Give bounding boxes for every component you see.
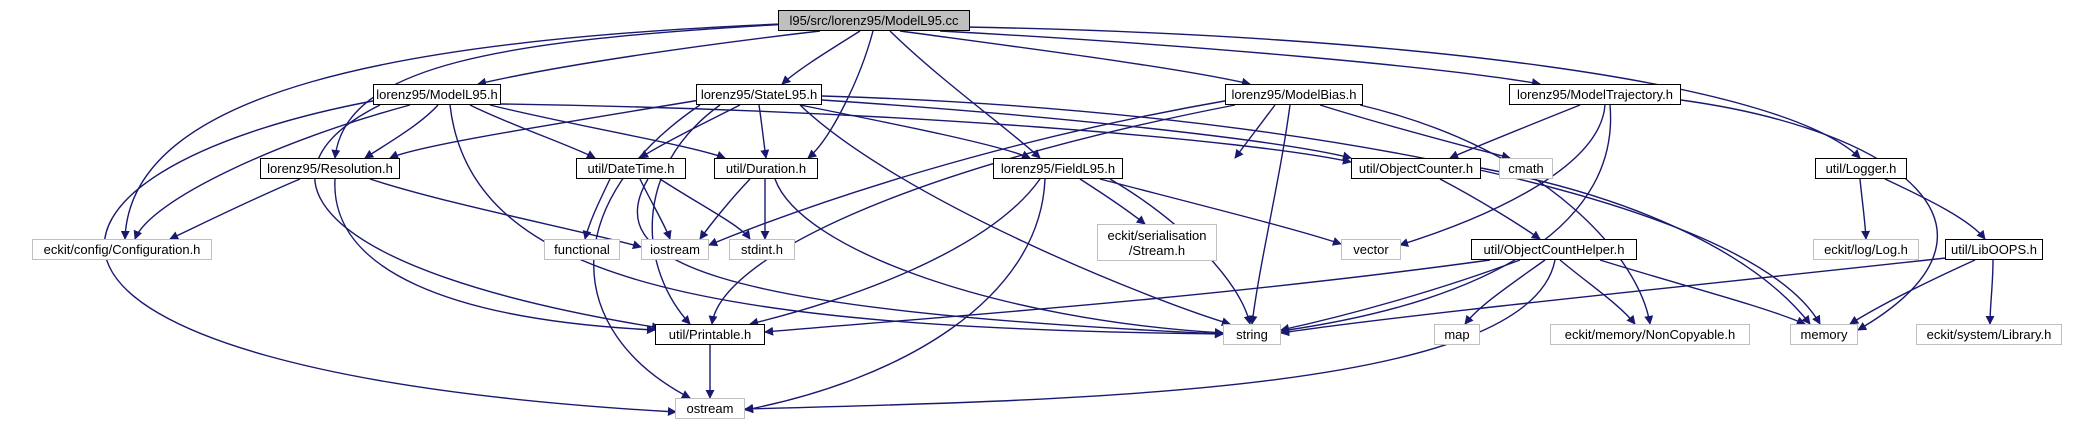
node-map[interactable]: map [1434, 324, 1480, 345]
node-modelbias-h[interactable]: lorenz95/ModelBias.h [1225, 84, 1363, 105]
node-liboops-h[interactable]: util/LibOOPS.h [1945, 239, 2043, 260]
edge-modelbias-iostream [708, 99, 1231, 247]
edge-statel95-string [799, 104, 1231, 326]
edge-modelbias-cmath [1319, 104, 1511, 161]
edge-fieldl95-vector [1099, 178, 1342, 246]
edge-modell95-string [449, 104, 1224, 339]
node-logger-h[interactable]: util/Logger.h [1815, 158, 1907, 179]
node-objectcounthelper-h[interactable]: util/ObjectCountHelper.h [1471, 239, 1637, 260]
edge-statel95-duration [758, 104, 770, 159]
edge-fieldl95-ostream [744, 178, 1046, 413]
edge-datetime-stdint [659, 178, 751, 240]
edge-objectcounthelper-printable [764, 259, 1491, 336]
node-memory[interactable]: memory [1790, 324, 1858, 345]
node-fieldl95-h[interactable]: lorenz95/FieldL95.h [993, 158, 1123, 179]
node-log-h[interactable]: eckit/log/Log.h [1813, 239, 1919, 260]
edge-logger-log [1859, 178, 1871, 240]
edge-statel95-objectcounter [821, 99, 1352, 161]
node-stream-h[interactable]: eckit/serialisation /Stream.h [1097, 224, 1217, 261]
edge-modelbias-objectcounter [1234, 104, 1276, 159]
node-cmath[interactable]: cmath [1499, 158, 1553, 179]
edge-datetime-string [636, 178, 1224, 339]
node-modell95-h[interactable]: lorenz95/ModelL95.h [373, 84, 501, 105]
edge-objectcounthelper-string [1280, 259, 1521, 333]
edge-resolution-printable [334, 178, 656, 335]
edge-modeltrajectory-memory [1680, 99, 1939, 331]
edge-modelbias-string [1248, 104, 1291, 325]
edge-root-statel95 [781, 30, 861, 85]
edge-liboops-library [1985, 259, 1995, 325]
edge-objectcounthelper-ostream [744, 259, 1556, 414]
edge-modell95-configuration [133, 104, 411, 240]
edge-resolution-configuration [169, 178, 301, 240]
node-noncopyable-h[interactable]: eckit/memory/NonCopyable.h [1550, 324, 1750, 345]
node-printable-h[interactable]: util/Printable.h [655, 324, 765, 345]
node-modeltrajectory-h[interactable]: lorenz95/ModelTrajectory.h [1509, 84, 1681, 105]
edge-root-modeltrajectory [939, 30, 1541, 88]
node-stdint-h[interactable]: stdint.h [729, 239, 795, 260]
node-resolution-h[interactable]: lorenz95/Resolution.h [260, 158, 400, 179]
edge-datetime-iostream [639, 178, 672, 240]
edge-modeltrajectory-objectcounter [1449, 104, 1581, 159]
node-library-h[interactable]: eckit/system/Library.h [1916, 324, 2062, 345]
edge-statel95-resolution [389, 99, 701, 159]
node-datetime-h[interactable]: util/DateTime.h [576, 158, 686, 179]
edge-objectcounthelper-map [1464, 259, 1546, 325]
node-objectcounter-h[interactable]: util/ObjectCounter.h [1351, 158, 1481, 179]
node-duration-h[interactable]: util/Duration.h [714, 158, 818, 179]
edge-modeltrajectory-string [1280, 104, 1612, 335]
edge-modell95-resolution [364, 104, 439, 159]
edge-modell95-printable [314, 104, 661, 332]
edge-duration-iostream [699, 178, 751, 240]
edge-liboops-memory [1849, 259, 1976, 325]
edge-root-configuration [120, 23, 783, 240]
node-iostream[interactable]: iostream [641, 239, 709, 260]
node-functional[interactable]: functional [544, 239, 620, 260]
edge-objectcounter-objectcounthelper [1439, 178, 1541, 240]
edge-statel95-printable [651, 104, 721, 325]
node-ostream[interactable]: ostream [675, 398, 745, 419]
edge-modelbias-noncopyable [1359, 104, 1654, 325]
edge-fieldl95-stream [1079, 178, 1146, 225]
node-vector[interactable]: vector [1341, 239, 1401, 260]
edge-modell95-objectcounter [500, 103, 1352, 165]
edge-logger-liboops [1884, 178, 1986, 240]
edge-root-modell95 [477, 30, 821, 87]
edge-statel95-datetime [639, 104, 741, 159]
edge-objectcounthelper-memory [1599, 259, 1806, 325]
node-statel95-h[interactable]: lorenz95/StateL95.h [696, 84, 822, 105]
edge-modelbias-printable [708, 104, 1236, 325]
node-root-modell95-cc[interactable]: l95/src/lorenz95/ModelL95.cc [778, 10, 970, 31]
edge-modell95-duration [489, 104, 726, 160]
edge-statel95-memory [821, 95, 1821, 325]
edge-modeltrajectory-vector [1399, 104, 1606, 247]
edge-modell95-datetime [469, 104, 596, 159]
edge-root-logger [964, 26, 1861, 159]
edge-root-duration [807, 30, 874, 159]
edge-statel95-ostream [593, 104, 701, 399]
edge-fieldl95-printable [749, 178, 1041, 327]
edge-objectcounter-memory [1480, 167, 1811, 325]
edge-root-modelbias [899, 30, 1251, 87]
edge-statel95-fieldl95 [799, 104, 1031, 159]
node-configuration-h[interactable]: eckit/config/Configuration.h [32, 239, 212, 260]
edge-liboops-string [1280, 256, 1956, 337]
node-string[interactable]: string [1223, 324, 1281, 345]
edge-modell95-ostream [103, 99, 677, 417]
edge-duration-string [774, 178, 1224, 338]
